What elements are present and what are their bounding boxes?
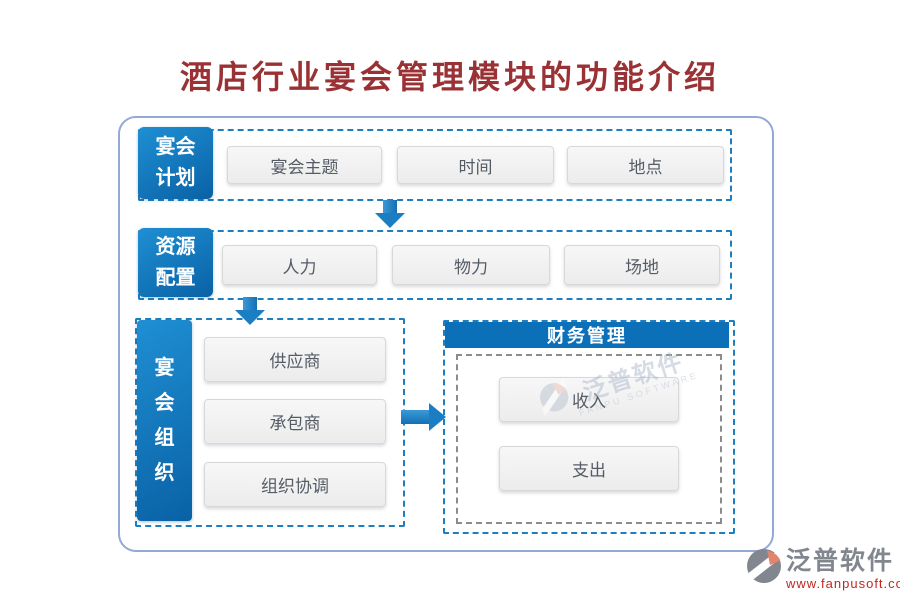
plan-item-theme: 宴会主题 [227,146,382,184]
organize-label: 宴 会 组 织 [137,320,192,521]
resource-item-material: 物力 [392,245,550,285]
page-title: 酒店行业宴会管理模块的功能介绍 [179,58,720,96]
organize-label-char: 会 [154,392,175,414]
organize-item-contractor: 承包商 [204,399,386,444]
fanpu-logo-icon [746,548,782,584]
plan-label-line2: 计划 [155,167,196,189]
organize-label-char: 组 [154,427,175,449]
plan-label: 宴会 计划 [138,127,213,199]
plan-label-line1: 宴会 [155,136,196,158]
finance-item-income: 收入 [499,377,679,422]
down-arrow-icon [235,297,265,325]
organize-item-coordination: 组织协调 [204,462,386,507]
resource-label-line2: 配置 [155,266,196,289]
right-arrow-icon [401,403,446,431]
footer-logo: 泛普软件 www.fanpusoft.com [746,547,900,591]
finance-item-expense: 支出 [499,446,679,491]
resource-item-manpower: 人力 [222,245,377,285]
resource-label: 资源 配置 [138,228,213,297]
organize-label-char: 织 [154,462,175,484]
plan-item-location: 地点 [567,146,724,184]
finance-header: 财务管理 [445,322,729,348]
plan-item-time: 时间 [397,146,554,184]
organize-label-char: 宴 [154,357,175,379]
footer-url-link[interactable]: www.fanpusoft.com [786,575,900,591]
organize-item-supplier: 供应商 [204,337,386,382]
resource-item-venue: 场地 [564,245,720,285]
finance-inner-frame [456,354,722,524]
footer-brand-name: 泛普软件 [786,547,895,575]
down-arrow-icon [375,200,405,228]
resource-label-line1: 资源 [155,235,196,258]
